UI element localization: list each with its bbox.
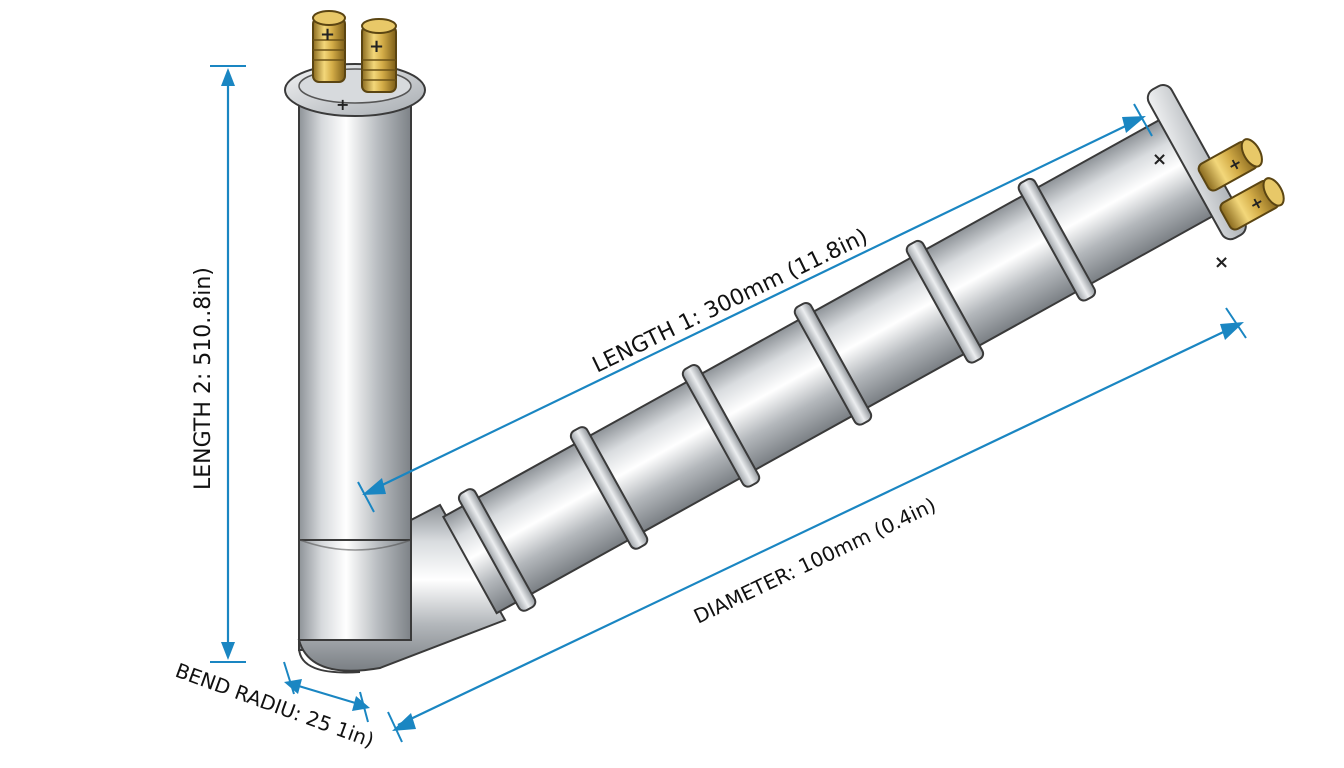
terminal-plus-mark: + [369,36,384,57]
top-cap: + [284,63,426,117]
tube-bend [297,503,507,674]
tube-rings [457,177,1097,612]
top-terminal-right: + [361,18,397,93]
diagonal-tube [441,84,1247,615]
terminal-plus-mark: + [320,24,335,45]
arrowhead-icon [221,642,235,660]
length2-label: LENGTH 2: 510..8in) [191,267,216,490]
top-terminal-left: + [312,10,346,83]
arrowhead-icon [352,696,370,711]
vertical-tube [298,89,412,651]
end-terminal-lower: + [1219,177,1285,231]
arrowhead-icon [284,679,302,694]
arrowhead-icon [221,68,235,86]
end-flange [1146,84,1247,241]
arrowhead-icon [1220,322,1244,340]
cap-plus-mark: + [336,95,349,114]
arrowhead-icon [392,713,416,731]
arrowhead-icon [1122,116,1146,133]
end-terminal-upper: + [1197,138,1263,192]
flange-cross-mark: × [1152,149,1167,170]
diameter-label: DIAMETER: 100mm (0.4in) [690,493,940,629]
arrowhead-icon [362,478,386,495]
length2-dimension: LENGTH 2: 510..8in) [191,65,246,663]
flange-cross-mark: × [1214,252,1229,273]
